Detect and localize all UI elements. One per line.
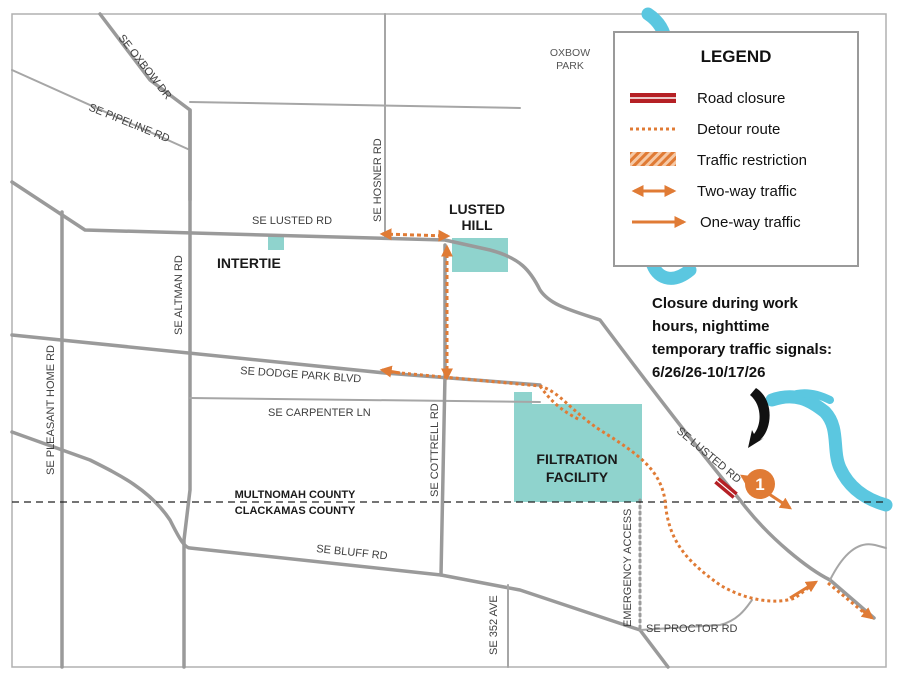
legend-detour-route: Detour route	[630, 121, 780, 138]
legend-one-way: One-way traffic	[632, 214, 801, 231]
label-lusted-hill-2: HILL	[461, 217, 493, 233]
two-way-arrow-dodge-park	[379, 365, 401, 378]
label-lusted-west: SE LUSTED RD	[252, 215, 332, 227]
road-closure-marker	[714, 477, 738, 499]
closure-note-line3: temporary traffic signals:	[652, 341, 832, 358]
one-way-arrow-east	[789, 580, 819, 600]
label-county-south: CLACKAMAS COUNTY	[235, 505, 356, 517]
legend-restriction-swatch	[630, 152, 676, 166]
label-filtration-2: FACILITY	[546, 469, 609, 485]
closure-note-line2: hours, nighttime	[652, 318, 770, 335]
closure-note-line1: Closure during work	[652, 295, 799, 312]
project-marker-number: 1	[755, 475, 764, 494]
legend-road-closure: Road closure	[630, 90, 785, 107]
label-lusted-hill-1: LUSTED	[449, 201, 505, 217]
label-county-north: MULTNOMAH COUNTY	[235, 489, 356, 501]
label-emergency: EMERGENCY ACCESS	[622, 509, 634, 627]
road-altman	[182, 108, 192, 669]
project-marker-1[interactable]	[745, 469, 775, 499]
river	[786, 389, 834, 404]
closure-note-line4: 6/26/26-10/17/26	[652, 364, 765, 381]
legend-one-way-label: One-way traffic	[700, 214, 801, 231]
intertie-site	[268, 236, 284, 250]
label-cottrell: SE COTTRELL RD	[429, 403, 441, 497]
legend: LEGEND Road closure Detour route Traffic…	[613, 31, 859, 267]
detour-spur	[538, 385, 581, 422]
label-intertie: INTERTIE	[217, 255, 281, 271]
label-carpenter: SE CARPENTER LN	[268, 407, 371, 419]
label-352: SE 352 AVE	[488, 595, 500, 655]
filtration-facility-site	[514, 404, 642, 502]
label-pleasant-home: SE PLEASANT HOME RD	[45, 345, 57, 475]
label-altman: SE ALTMAN RD	[173, 255, 185, 335]
detour-route	[389, 370, 813, 603]
road-proctor	[639, 599, 753, 631]
label-oxbow-park-2: PARK	[556, 60, 584, 72]
road-lusted-west	[10, 180, 876, 620]
one-way-arrow-south	[860, 607, 874, 620]
legend-box	[613, 31, 859, 267]
river	[765, 390, 893, 512]
label-proctor: SE PROCTOR RD	[646, 623, 738, 635]
label-hosner: SE HOSNER RD	[372, 138, 384, 222]
legend-title: LEGEND	[701, 47, 772, 66]
legend-restriction-label: Traffic restriction	[697, 152, 807, 169]
legend-traffic-restriction: Traffic restriction	[630, 152, 807, 169]
label-filtration-1: FILTRATION	[536, 451, 617, 467]
callout-pointer	[748, 388, 770, 448]
legend-detour-label: Detour route	[697, 121, 780, 138]
road-north-cross	[189, 101, 521, 109]
legend-two-way: Two-way traffic	[631, 183, 797, 200]
legend-two-way-label: Two-way traffic	[697, 183, 797, 200]
road-east-spur	[829, 543, 887, 581]
label-oxbow-park-1: OXBOW	[550, 47, 590, 59]
legend-road-closure-label: Road closure	[697, 90, 785, 107]
road-carpenter	[189, 397, 541, 403]
road-pipeline	[11, 69, 191, 151]
road-bluff-west	[10, 430, 670, 669]
